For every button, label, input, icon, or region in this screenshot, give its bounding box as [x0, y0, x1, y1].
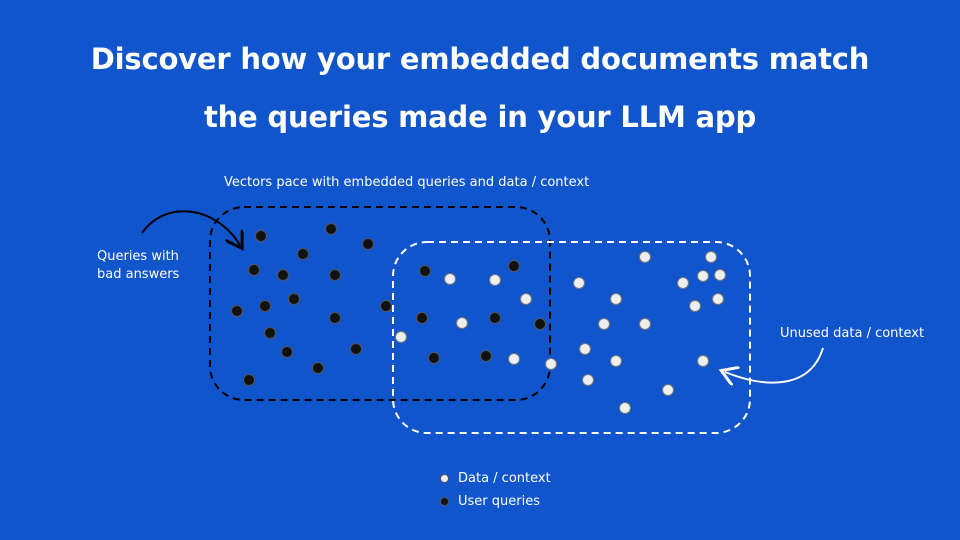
title-line-1: Discover how your embedded documents mat…: [90, 42, 870, 76]
query-point-icon: [440, 497, 449, 506]
query-point: [350, 343, 362, 355]
vector-space-label: Vectors pace with embedded queries and d…: [224, 175, 590, 190]
data-point: [395, 331, 407, 343]
bad-answers-line-2: bad answers: [97, 267, 180, 282]
query-point: [259, 300, 271, 312]
unused-data-arrow: [725, 347, 824, 383]
query-region: [209, 206, 551, 401]
query-point: [489, 312, 501, 324]
query-point: [329, 312, 341, 324]
data-point: [714, 269, 726, 281]
query-point: [248, 264, 260, 276]
data-point: [677, 277, 689, 289]
data-point: [520, 293, 532, 305]
data-point: [662, 384, 674, 396]
query-point: [312, 362, 324, 374]
query-point: [428, 352, 440, 364]
data-point: [508, 353, 520, 365]
data-point: [639, 251, 651, 263]
query-point: [264, 327, 276, 339]
query-point: [480, 350, 492, 362]
query-point: [362, 238, 374, 250]
query-point: [231, 305, 243, 317]
unused-data-label: Unused data / context: [780, 326, 925, 341]
query-point: [277, 269, 289, 281]
data-point: [697, 270, 709, 282]
data-region: [392, 241, 751, 434]
query-point: [380, 300, 392, 312]
data-point: [639, 318, 651, 330]
query-point: [534, 318, 546, 330]
query-point: [416, 312, 428, 324]
data-point: [598, 318, 610, 330]
data-point: [619, 402, 631, 414]
data-point-icon: [440, 474, 449, 483]
bad-answers-line-1: Queries with: [97, 249, 179, 264]
bad-answers-arrow: [141, 210, 240, 245]
data-point: [610, 293, 622, 305]
query-point: [508, 260, 520, 272]
data-point: [573, 277, 585, 289]
query-point: [288, 293, 300, 305]
data-point: [545, 358, 557, 370]
data-point: [579, 343, 591, 355]
legend-label-data: Data / context: [458, 471, 551, 486]
data-point: [712, 293, 724, 305]
query-point: [281, 346, 293, 358]
bad-answers-label: Queries with bad answers: [97, 248, 179, 284]
query-point: [243, 374, 255, 386]
query-points: [231, 223, 546, 386]
data-points: [395, 251, 726, 414]
query-point: [329, 269, 341, 281]
data-point: [697, 355, 709, 367]
data-point: [705, 251, 717, 263]
title-line-2: the queries made in your LLM app: [203, 100, 757, 134]
slide-title: Discover how your embedded documents mat…: [0, 30, 960, 146]
legend-item-queries: User queries: [440, 494, 540, 509]
legend-label-queries: User queries: [458, 494, 540, 509]
data-point: [456, 317, 468, 329]
data-point: [489, 274, 501, 286]
data-point: [444, 273, 456, 285]
query-point: [325, 223, 337, 235]
legend-item-data: Data / context: [440, 471, 551, 486]
data-point: [610, 355, 622, 367]
query-point: [419, 265, 431, 277]
query-point: [297, 248, 309, 260]
data-point: [582, 374, 594, 386]
data-point: [689, 300, 701, 312]
query-point: [255, 230, 267, 242]
